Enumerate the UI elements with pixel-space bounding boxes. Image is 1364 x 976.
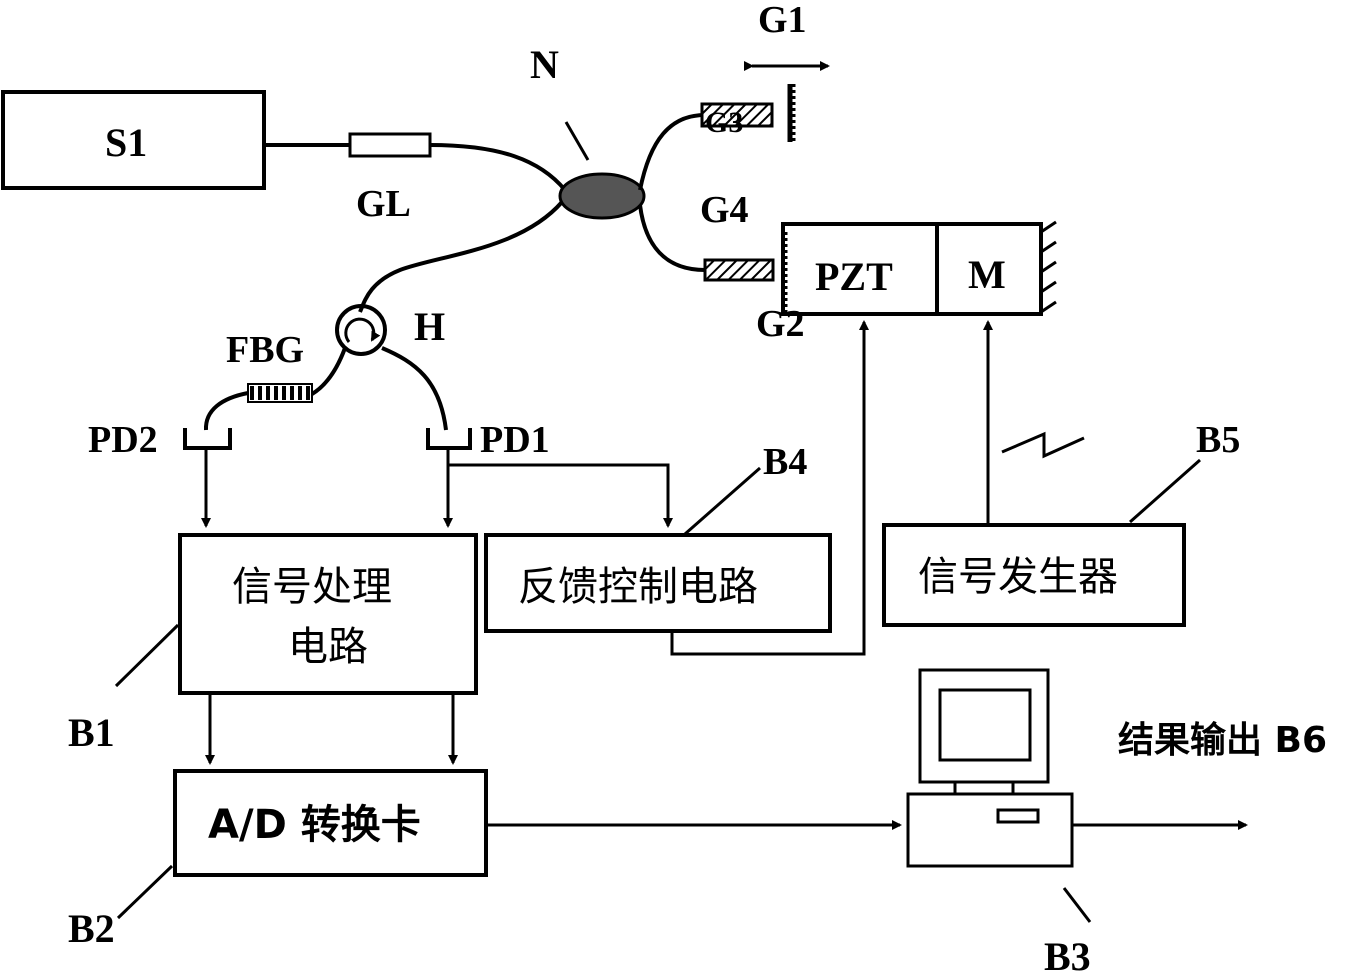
fiber-h-pd1 xyxy=(381,346,448,431)
b4-pointer xyxy=(684,466,761,536)
feedback-control-text: 反馈控制电路 xyxy=(518,564,758,610)
fbg-grating xyxy=(247,383,313,403)
gl-component xyxy=(348,132,432,158)
h-label: H xyxy=(414,304,445,349)
link-pd1-feedback xyxy=(448,463,673,528)
b5-pointer xyxy=(1129,458,1201,524)
b2-pointer xyxy=(116,864,174,920)
g3-label: G3 xyxy=(705,106,743,139)
m-box xyxy=(935,222,1043,316)
circulator-arrow xyxy=(344,317,381,343)
g3-collimator xyxy=(700,102,774,128)
link-feedback-pzt xyxy=(670,320,869,656)
pd2-detector xyxy=(183,428,232,450)
gl-label: GL xyxy=(356,183,411,225)
m-label: M xyxy=(968,252,1006,297)
pzt-label: PZT xyxy=(815,254,893,299)
feedback-control-box xyxy=(484,533,832,633)
fbg-label: FBG xyxy=(226,329,304,371)
fiber-coupler-g3 xyxy=(638,113,706,191)
pd2-label: PD2 xyxy=(88,419,158,461)
n-pointer xyxy=(564,121,590,161)
ad-converter-text: A/D 转换卡 xyxy=(208,802,421,848)
sawtooth-icon xyxy=(1001,431,1085,459)
signal-processing-box xyxy=(178,533,478,695)
b3-label: B3 xyxy=(1044,934,1091,976)
signal-generator-text: 信号发生器 xyxy=(918,554,1118,600)
g1-label: G1 xyxy=(758,0,807,41)
g2-collimator xyxy=(703,258,775,282)
b2-label: B2 xyxy=(68,906,115,951)
b4-label: B4 xyxy=(763,441,807,483)
fiber-gl-coupler xyxy=(429,143,567,192)
fiber-h-fbg xyxy=(310,347,347,396)
g2-label: G2 xyxy=(756,303,805,345)
g4-label: G4 xyxy=(700,189,749,231)
b5-label: B5 xyxy=(1196,419,1240,461)
pd1-label: PD1 xyxy=(480,419,550,461)
signal-processing-line1: 信号处理 xyxy=(232,564,392,610)
s1-label: S1 xyxy=(105,120,147,165)
fbg-stripes xyxy=(250,386,310,400)
b1-label: B1 xyxy=(68,710,115,755)
b1-pointer xyxy=(114,623,180,688)
pd1-detector xyxy=(426,428,472,450)
s1-box xyxy=(1,90,266,190)
fiber-coupler-g2 xyxy=(638,204,706,272)
signal-processing-line2: 电路 xyxy=(288,624,368,670)
computer-icon xyxy=(906,668,1074,868)
coupler-n xyxy=(558,172,646,220)
result-output-text: 结果输出 B6 xyxy=(1118,720,1327,761)
signal-generator-box xyxy=(882,523,1186,627)
fiber-fbg-pd2 xyxy=(203,391,249,431)
b3-pointer xyxy=(1062,887,1092,923)
wall-mount xyxy=(1040,220,1057,314)
circulator-h xyxy=(335,304,387,356)
n-label: N xyxy=(530,42,559,87)
fiber-coupler-h xyxy=(358,200,564,313)
ad-converter-box xyxy=(173,769,488,877)
